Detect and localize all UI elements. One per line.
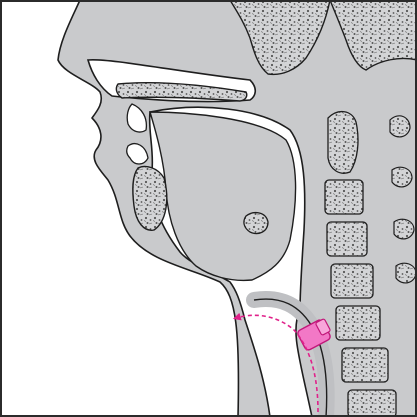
- hyoid-bone: [244, 213, 268, 234]
- mandible: [133, 166, 167, 230]
